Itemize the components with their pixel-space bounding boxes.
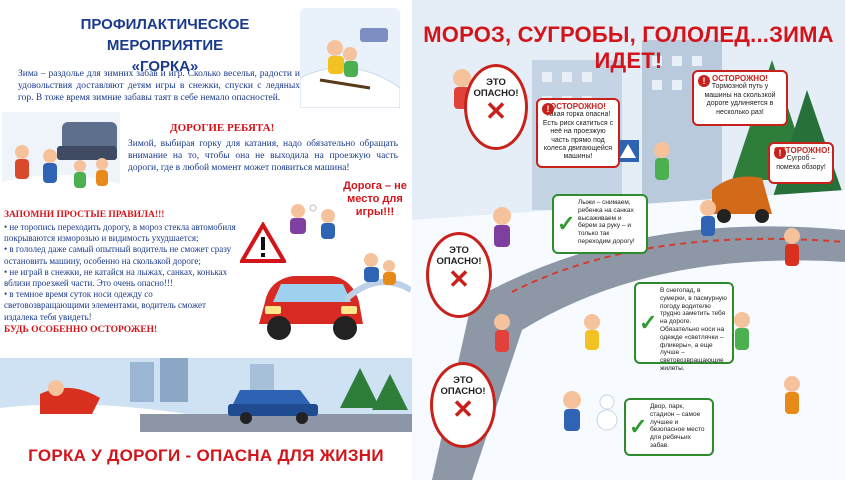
tip-text: Двор, парк, стадион – самое лучшее и без…	[650, 403, 705, 449]
check-icon: ✓	[629, 414, 648, 440]
red-car-illustration	[259, 276, 363, 340]
poster-footer: ГОРКА У ДОРОГИ - ОПАСНА ДЛЯ ЖИЗНИ	[0, 440, 412, 472]
caution-text: БУДЬ ОСОБЕННО ОСТОРОЖЕН!	[4, 325, 158, 335]
warning-text: Такая горка опасна! Есть риск скатиться …	[542, 111, 614, 161]
dear-kids-heading: ДОРОГИЕ РЕБЯТА!	[170, 122, 275, 134]
exclamation-icon: !	[698, 75, 710, 87]
rule-item: • не играй в снежки, не катайся на лыжах…	[4, 266, 228, 289]
check-icon: ✓	[557, 211, 576, 237]
rules-heading: ЗАПОМНИ ПРОСТЫЕ ПРАВИЛА!!!	[4, 210, 165, 220]
tip-box-reflectors: ✓ В снегопад, в сумерки, в пасмурную пог…	[634, 282, 734, 372]
poster-title-line2: «ГОРКА»	[131, 58, 199, 75]
sled-ride-illustration	[345, 253, 411, 303]
danger-label: ЭТО ОПАСНО!	[440, 375, 486, 397]
intro-text: Зима – раздолье для зимних забав и игр. …	[18, 69, 300, 103]
danger-bubble: ЭТО ОПАСНО! ✕	[426, 232, 492, 318]
bottom-road-scene	[0, 358, 412, 440]
warning-box-braking: ! ОСТОРОЖНО! Тормозной путь у машины на …	[692, 70, 788, 126]
poster-title: ПРОФИЛАКТИЧЕСКОЕ МЕРОПРИЯТИЕ «ГОРКА»	[30, 14, 300, 77]
warning-title: ОСТОРОЖНО!	[550, 102, 606, 111]
warning-triangle-icon	[240, 222, 286, 263]
sledding-kids-illustration	[300, 8, 400, 108]
rule-item: • в гололед даже самый опытный водитель …	[4, 244, 232, 266]
danger-bubble: ЭТО ОПАСНО! ✕	[464, 64, 528, 150]
warning-text: Тормозной путь у машины на скользкой дор…	[704, 83, 776, 116]
advice-text: Зимой, выбирая горку для катания, надо о…	[128, 139, 398, 173]
danger-label: ЭТО ОПАСНО!	[473, 77, 519, 99]
tip-box-crossing: ✓ Лыжи – снимаем, ребенка на санках выса…	[552, 194, 648, 254]
danger-bubble: ЭТО ОПАСНО! ✕	[430, 362, 496, 448]
rules-list: • не торопись переходить дорогу, в мороз…	[4, 222, 240, 323]
warning-title: ОСТОРОЖНО!	[712, 74, 768, 83]
warning-text: Сугроб – помеха обзору!	[776, 155, 826, 171]
exclamation-icon: !	[542, 103, 554, 115]
cross-icon: ✕	[485, 96, 507, 126]
poster-title-line1: ПРОФИЛАКТИЧЕСКОЕ МЕРОПРИЯТИЕ	[80, 16, 250, 54]
tip-text: Лыжи – снимаем, ребенка на санках высажи…	[578, 199, 635, 245]
tip-text: В снегопад, в сумерки, в пасмурную погод…	[660, 287, 727, 372]
warning-box-snowdrift: ! ОСТОРОЖНО! Сугроб – помеха обзору!	[768, 142, 834, 184]
warning-box-slope: ! ОСТОРОЖНО! Такая горка опасна! Есть ри…	[536, 98, 620, 168]
road-note: Дорога – не место для игры!!!	[343, 180, 407, 218]
danger-label: ЭТО ОПАСНО!	[436, 245, 482, 267]
cross-icon: ✕	[452, 394, 474, 424]
warning-title: ОСТОРОЖНО!	[774, 146, 830, 155]
tip-box-safe-places: ✓ Двор, парк, стадион – самое лучшее и б…	[624, 398, 714, 456]
exclamation-icon: !	[774, 147, 786, 159]
right-poster: МОРОЗ, СУГРОБЫ, ГОЛОЛЕД...ЗИМА ИДЕТ! ЭТО…	[412, 0, 845, 480]
kids-near-car-illustration	[2, 112, 120, 202]
poster-title: МОРОЗ, СУГРОБЫ, ГОЛОЛЕД...ЗИМА ИДЕТ!	[423, 22, 834, 73]
cross-icon: ✕	[448, 264, 470, 294]
rule-item: • не торопись переходить дорогу, в мороз…	[4, 222, 236, 244]
snowball-kids-illustration	[290, 204, 335, 239]
left-poster: ПРОФИЛАКТИЧЕСКОЕ МЕРОПРИЯТИЕ «ГОРКА» Зим…	[0, 0, 412, 480]
check-icon: ✓	[639, 310, 658, 336]
rule-item: • в темное время суток носи одежду со св…	[4, 289, 206, 322]
